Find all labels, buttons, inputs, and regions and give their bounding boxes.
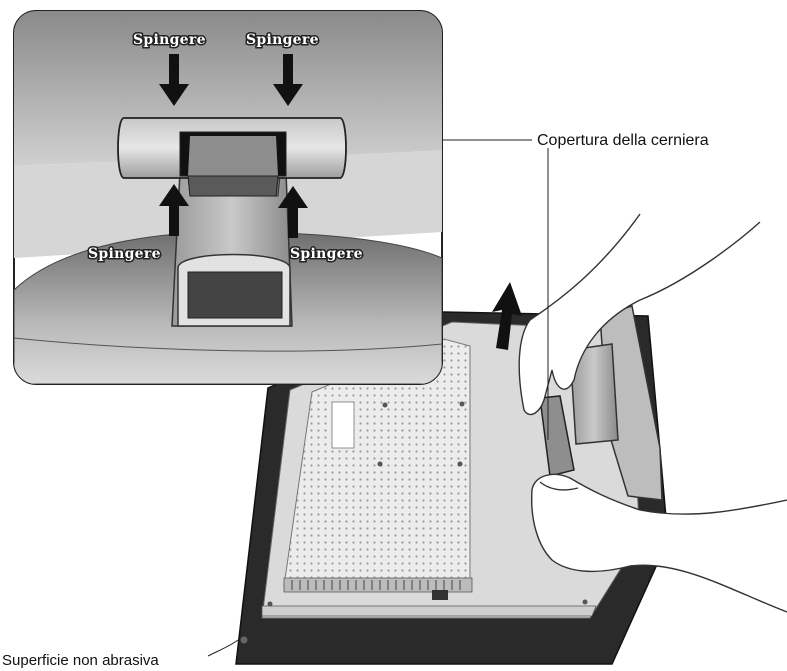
surface-callout: Superficie non abrasiva [2, 652, 159, 669]
arrow-down-icon [159, 54, 189, 106]
arrow-down-icon [273, 54, 303, 106]
push-label-bottom-left: Spingere [88, 246, 161, 262]
hands [518, 213, 787, 613]
arrow-up-icon [278, 186, 308, 238]
stand-neck [539, 305, 663, 501]
push-label-top-right: Spingere [246, 32, 319, 48]
arrow-up-right-icon [492, 282, 522, 350]
push-label-top-left: Spingere [133, 32, 206, 48]
hinge-cover-callout: Copertura della cerniera [537, 132, 709, 149]
arrow-up-icon [159, 184, 189, 236]
push-label-bottom-right: Spingere [290, 246, 363, 262]
inset-detail: Spingere Spingere Spingere Spingere [13, 10, 443, 385]
